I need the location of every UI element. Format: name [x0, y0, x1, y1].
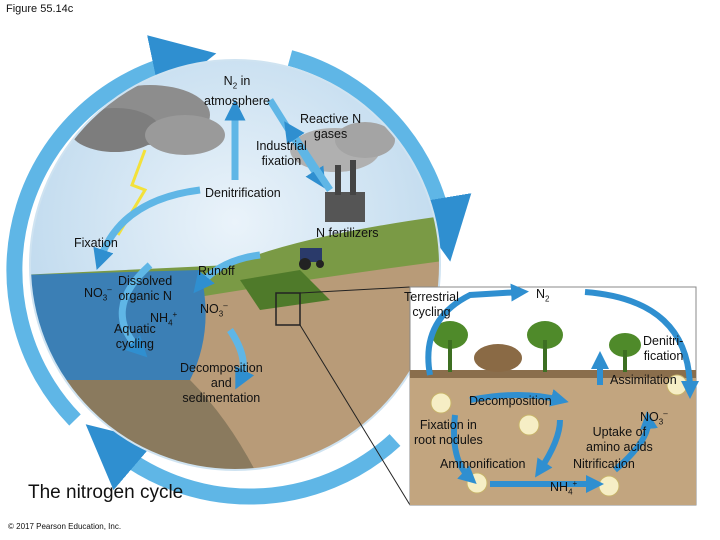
- terrestrial-inset: [409, 283, 699, 506]
- water-body: [30, 270, 206, 380]
- nh4-inset-label: NH4+: [550, 479, 578, 497]
- denitrification-label: Denitrification: [205, 186, 281, 200]
- figure-label: Figure 55.14c: [6, 3, 74, 15]
- assimilation-label: Assimilation: [610, 373, 677, 387]
- nitrification-label: Nitrification: [573, 457, 635, 471]
- outer-cycle-arrows: [6, 35, 472, 505]
- n-fertilizers-label: N fertilizers: [316, 226, 379, 240]
- runoff-label: Runoff: [198, 264, 235, 278]
- fixation-label: Fixation: [74, 236, 118, 250]
- inner-arrows: [93, 98, 333, 390]
- no3-water-label: NO3–: [84, 285, 112, 303]
- inset-n2-label: N2: [536, 287, 550, 304]
- no3-land-label: NO3–: [200, 301, 228, 319]
- denitrification-inset-label: Denitri-fication: [643, 334, 684, 363]
- rodent: [474, 344, 522, 372]
- factory: [325, 192, 365, 222]
- decomposition-inset-label: Decomposition: [469, 394, 552, 408]
- diagram-title: The nitrogen cycle: [28, 482, 184, 503]
- ammonification-label: Ammonification: [440, 457, 526, 471]
- plants: [432, 321, 641, 372]
- nh4-water-label: NH4+: [150, 310, 178, 328]
- n2-atmosphere-label: N2 in atmosphere: [204, 74, 271, 108]
- no3-inset-label: NO3–: [640, 409, 668, 427]
- inset-reference-box: [275, 292, 301, 326]
- copyright-notice: © 2017 Pearson Education, Inc.: [8, 522, 122, 531]
